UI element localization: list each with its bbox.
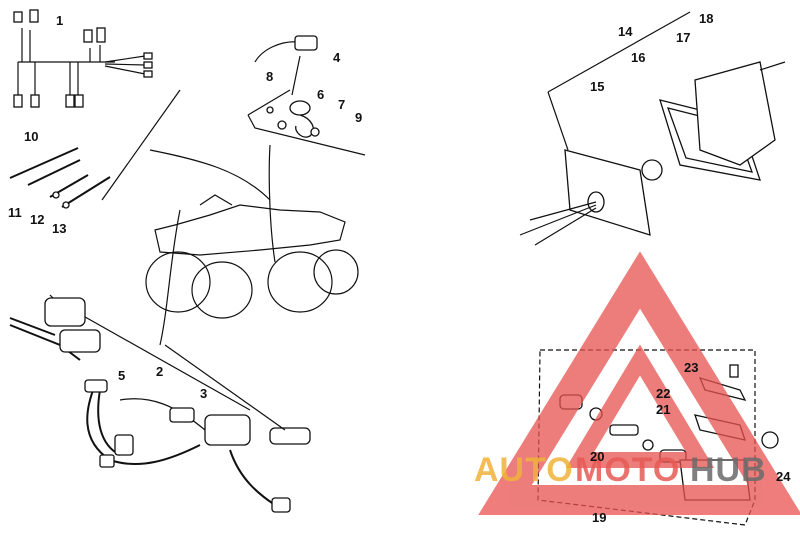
callout-18: 18 bbox=[699, 11, 713, 26]
callout-14: 14 bbox=[618, 24, 633, 39]
watermark-moto: MOTO bbox=[575, 451, 680, 489]
callout-13: 13 bbox=[52, 221, 66, 236]
callout-17: 17 bbox=[676, 30, 690, 45]
wire-harness-drawing bbox=[13, 9, 153, 108]
callout-15: 15 bbox=[590, 79, 604, 94]
callout-21: 21 bbox=[656, 402, 670, 417]
switch-parts-drawing bbox=[254, 35, 320, 138]
callout-12: 12 bbox=[30, 212, 44, 227]
watermark-hub: HUB bbox=[690, 451, 767, 489]
watermark-auto: AUTO bbox=[474, 451, 574, 489]
callout-7: 7 bbox=[338, 97, 345, 112]
callout-4: 4 bbox=[333, 50, 341, 65]
callout-16: 16 bbox=[631, 50, 645, 65]
callout-11: 11 bbox=[8, 205, 22, 220]
handlebar-drawing bbox=[9, 294, 311, 513]
callout-3: 3 bbox=[200, 386, 207, 401]
callout-8: 8 bbox=[266, 69, 273, 84]
automotohub-logo bbox=[478, 251, 800, 515]
callout-10: 10 bbox=[24, 129, 38, 144]
callout-1: 1 bbox=[56, 13, 63, 28]
callout-20: 20 bbox=[590, 449, 604, 464]
callout-9: 9 bbox=[355, 110, 362, 125]
atv-outline-drawing bbox=[101, 89, 366, 346]
cable-bands-drawing bbox=[9, 147, 111, 209]
logo-triangle bbox=[478, 251, 800, 515]
tail-light-drawing bbox=[519, 11, 786, 246]
callout-24: 24 bbox=[776, 469, 791, 484]
callout-19: 19 bbox=[592, 510, 606, 525]
callout-23: 23 bbox=[684, 360, 698, 375]
callout-22: 22 bbox=[656, 386, 670, 401]
callout-5: 5 bbox=[118, 368, 125, 383]
callout-2: 2 bbox=[156, 364, 163, 379]
callout-6: 6 bbox=[317, 87, 324, 102]
